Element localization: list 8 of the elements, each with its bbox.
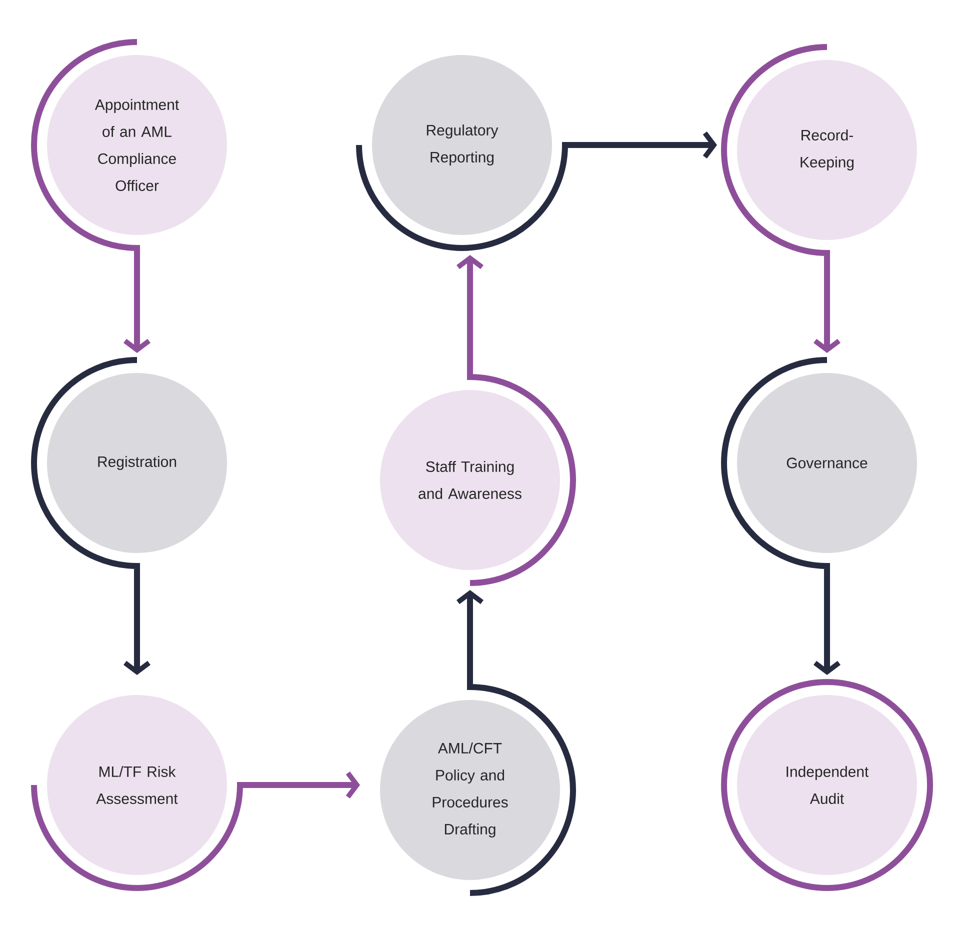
- curved-arrow: [356, 131, 718, 251]
- curved-arrow: [31, 39, 150, 353]
- curved-arrow: [721, 357, 840, 675]
- curved-arrow: [721, 44, 840, 353]
- curved-arrow: [31, 772, 360, 891]
- curved-arrow: [456, 255, 576, 586]
- curved-arrow: [456, 590, 576, 896]
- curved-arrow: [31, 357, 150, 675]
